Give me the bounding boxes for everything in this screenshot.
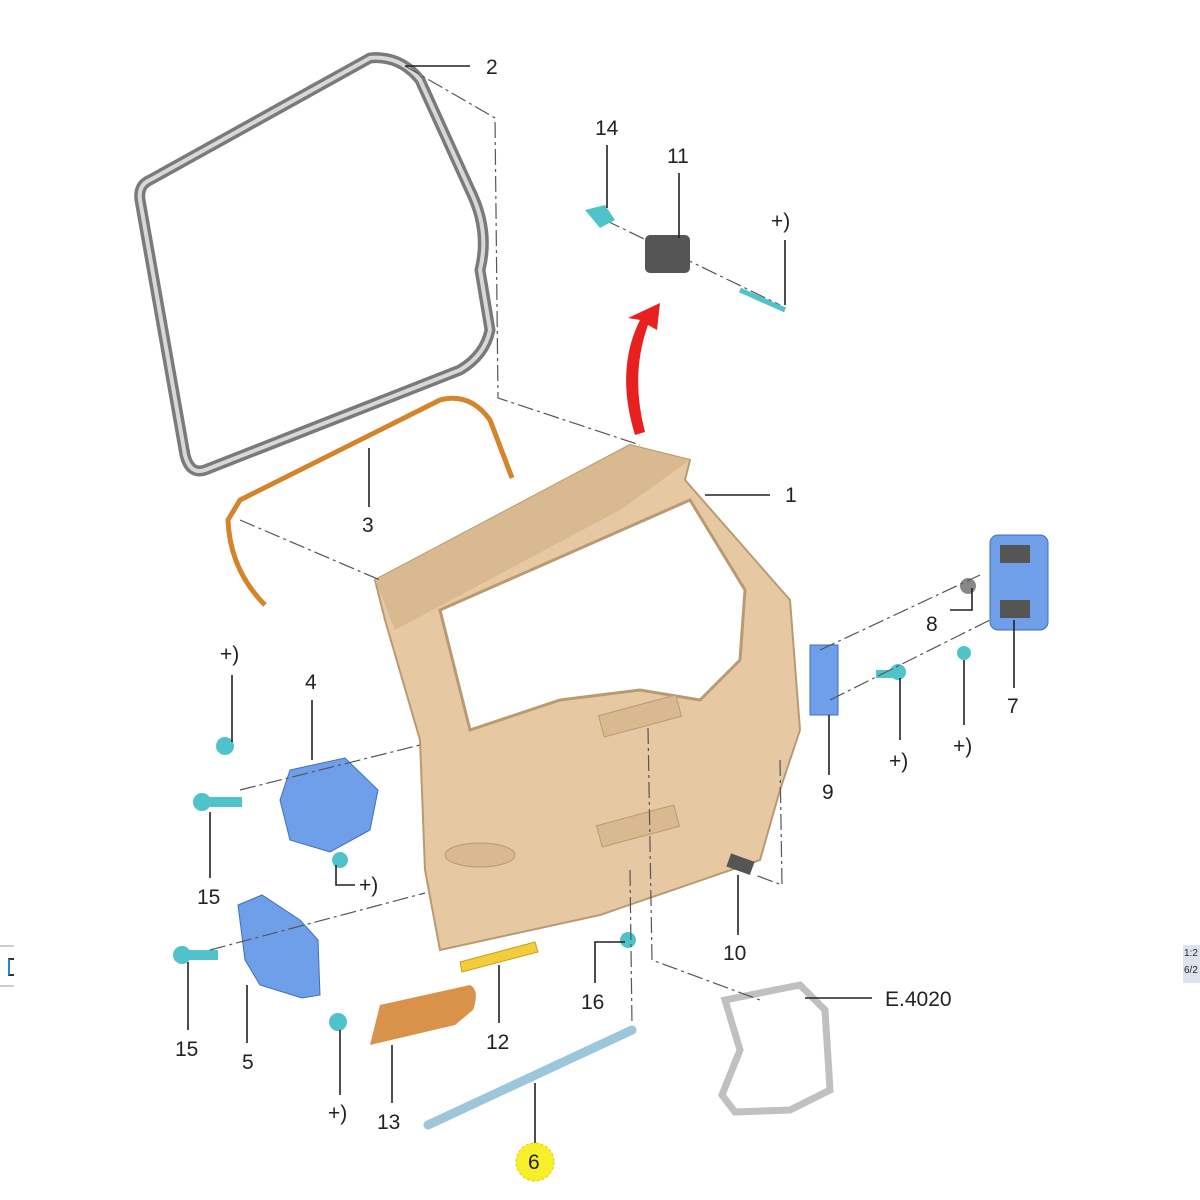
trim-strip xyxy=(225,395,515,607)
callout-14[interactable]: 14 xyxy=(595,117,619,140)
bracket-icon xyxy=(8,958,14,976)
bolts xyxy=(173,646,971,1031)
callout-2[interactable]: 2 xyxy=(486,56,498,79)
pad-13 xyxy=(370,985,476,1045)
handle-12 xyxy=(459,941,539,973)
edge-text-2: 6/2 xyxy=(1184,965,1198,976)
edge-text-1: 1:2 xyxy=(1184,948,1198,959)
callout-12[interactable]: 12 xyxy=(486,1031,509,1054)
striker-9 xyxy=(809,644,839,716)
callout-15[interactable]: 15 xyxy=(197,886,220,909)
callout-plus[interactable]: +) xyxy=(771,210,790,233)
right-edge-widget[interactable]: 1:2 6/2 xyxy=(1183,945,1200,983)
callout-8[interactable]: 8 xyxy=(926,613,938,636)
callout-labels: 2 14 11 +) 1 3 +) 4 8 7 +) +) 9 15 +) 10… xyxy=(175,56,1019,1174)
callout-1[interactable]: 1 xyxy=(785,484,797,507)
callout-plus[interactable]: +) xyxy=(953,735,972,758)
callout-4[interactable]: 4 xyxy=(305,671,317,694)
callout-16[interactable]: 16 xyxy=(581,991,604,1014)
highlight-badge xyxy=(515,1142,555,1182)
hinge-4 xyxy=(279,757,379,853)
callout-plus[interactable]: +) xyxy=(889,750,908,773)
callout-7[interactable]: 7 xyxy=(1007,695,1019,718)
left-edge-widget[interactable] xyxy=(0,945,14,987)
callout-plus[interactable]: +) xyxy=(359,874,378,897)
callout-9[interactable]: 9 xyxy=(822,781,834,804)
callout-5[interactable]: 5 xyxy=(242,1051,254,1074)
callout-11[interactable]: 11 xyxy=(667,145,689,168)
callout-plus[interactable]: +) xyxy=(328,1102,347,1125)
callout-10[interactable]: 10 xyxy=(723,942,746,965)
direction-arrow xyxy=(626,303,660,435)
sensor-10 xyxy=(726,853,755,876)
gas-strut xyxy=(423,1025,637,1130)
tow-frame xyxy=(718,981,834,1116)
callout-15[interactable]: 15 xyxy=(175,1038,198,1061)
callout-3[interactable]: 3 xyxy=(362,514,374,537)
callout-13[interactable]: 13 xyxy=(377,1111,400,1134)
callout-plus[interactable]: +) xyxy=(220,643,239,666)
screw-14 xyxy=(585,205,615,228)
callout-6[interactable]: 6 xyxy=(528,1151,540,1174)
hinge-5 xyxy=(237,894,321,999)
callout-e4020[interactable]: E.4020 xyxy=(885,988,952,1011)
camera-part xyxy=(645,235,690,273)
